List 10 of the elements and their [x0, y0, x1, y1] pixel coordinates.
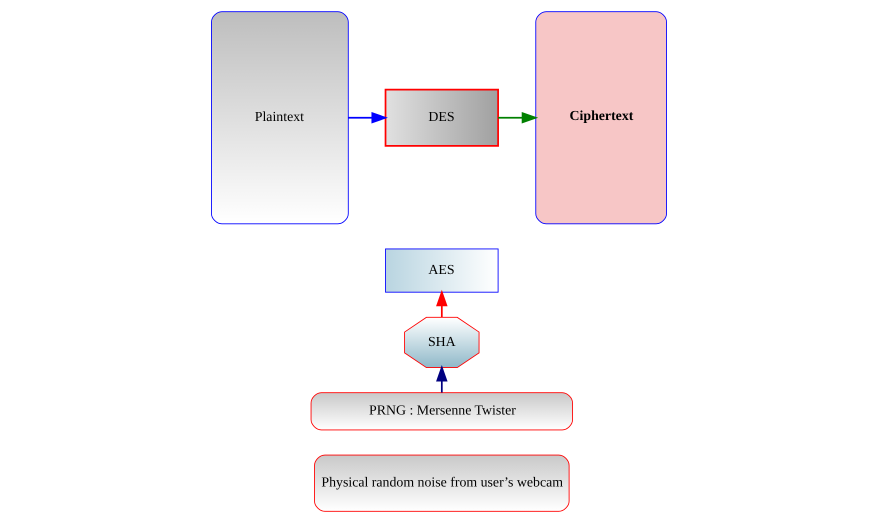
arrow: [348, 112, 388, 124]
node-box: Ciphertext: [534, 11, 666, 224]
node-box: AES: [384, 248, 498, 293]
arrow: [498, 112, 538, 124]
node-box: Physical random noise from user’s webcam: [314, 454, 570, 512]
arrow: [436, 365, 448, 392]
arrow: [436, 290, 448, 318]
node-box: Plaintext: [210, 11, 348, 224]
node-box: DES: [384, 88, 498, 147]
node-box: PRNG : Mersenne Twister: [310, 392, 572, 430]
